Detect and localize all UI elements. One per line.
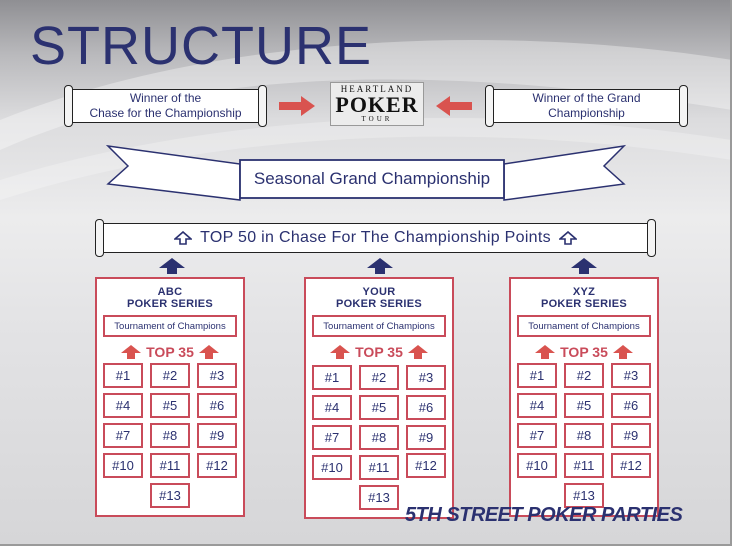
tournament-box: #3 bbox=[611, 363, 651, 388]
up-arrow-icon bbox=[174, 231, 193, 245]
series-name-line1: ABC bbox=[157, 286, 183, 298]
tournament-of-champions-box: Tournament of Champions bbox=[517, 315, 651, 337]
heartland-poker-tour-logo: HEARTLAND POKER TOUR bbox=[330, 82, 424, 126]
tournament-box: #9 bbox=[611, 423, 651, 448]
chase-winner-scroll: Winner of the Chase for the Championship bbox=[64, 85, 267, 127]
top35-row: TOP 35 bbox=[97, 343, 243, 361]
tournament-box: #4 bbox=[103, 393, 143, 418]
up-arrow-icon bbox=[558, 231, 577, 245]
grand-winner-text: Winner of the Grand Championship bbox=[532, 91, 641, 120]
tournament-box: #4 bbox=[517, 393, 557, 418]
tournament-box: #8 bbox=[150, 423, 190, 448]
tournament-box: #6 bbox=[611, 393, 651, 418]
tournament-box: #2 bbox=[359, 365, 399, 390]
grand-winner-scroll: Winner of the Grand Championship bbox=[485, 85, 688, 127]
tournament-box: #5 bbox=[564, 393, 604, 418]
tournament-box: #7 bbox=[517, 423, 557, 448]
tournament-box: #2 bbox=[150, 363, 190, 388]
tournament-box: #13 bbox=[564, 483, 604, 508]
top35-label: TOP 35 bbox=[560, 344, 608, 360]
top35-row: TOP 35 bbox=[306, 343, 452, 361]
tournament-box: #7 bbox=[312, 425, 352, 450]
tournament-box: #12 bbox=[197, 453, 237, 478]
tournament-box: #11 bbox=[150, 453, 190, 478]
top50-label: TOP 50 in Chase For The Championship Poi… bbox=[200, 229, 551, 246]
top50-scroll: TOP 50 in Chase For The Championship Poi… bbox=[95, 219, 656, 257]
tournament-box: #5 bbox=[359, 395, 399, 420]
top35-row: TOP 35 bbox=[511, 343, 657, 361]
tournament-box: #1 bbox=[517, 363, 557, 388]
tournament-box: #12 bbox=[406, 453, 446, 478]
tournament-box: #3 bbox=[406, 365, 446, 390]
tournament-box: #9 bbox=[197, 423, 237, 448]
tournament-box: #10 bbox=[103, 453, 143, 478]
series-name: YOUR POKER SERIES bbox=[306, 286, 452, 310]
tournament-box: #13 bbox=[150, 483, 190, 508]
right-arrow-icon bbox=[279, 96, 315, 116]
page-title: STRUCTURE bbox=[30, 16, 372, 76]
tournament-box: #11 bbox=[359, 455, 399, 480]
tournament-box: #1 bbox=[312, 365, 352, 390]
series-name-line2: POKER SERIES bbox=[540, 298, 628, 310]
grand-championship-label: Seasonal Grand Championship bbox=[253, 169, 491, 188]
navy-up-arrow-icon bbox=[571, 258, 597, 274]
chase-winner-text: Winner of the Chase for the Championship bbox=[89, 91, 242, 120]
series-name-line1: YOUR bbox=[362, 286, 396, 298]
tournament-box: #9 bbox=[406, 425, 446, 450]
series-your: YOUR POKER SERIES Tournament of Champion… bbox=[304, 277, 454, 519]
tournament-box: #6 bbox=[197, 393, 237, 418]
series-name-line1: XYZ bbox=[572, 286, 596, 298]
tournament-box: #8 bbox=[359, 425, 399, 450]
top35-label: TOP 35 bbox=[146, 344, 194, 360]
logo-line3: TOUR bbox=[361, 115, 393, 123]
red-up-arrow-icon bbox=[330, 345, 351, 359]
tournament-box: #5 bbox=[150, 393, 190, 418]
tournament-box: #10 bbox=[312, 455, 352, 480]
brand-footer: 5TH STREET POKER PARTIES bbox=[405, 504, 683, 526]
left-arrow-icon bbox=[436, 96, 472, 116]
navy-up-arrow-icon bbox=[367, 258, 393, 274]
navy-up-arrow-icon bbox=[159, 258, 185, 274]
tournament-of-champions-box: Tournament of Champions bbox=[312, 315, 446, 337]
logo-line1: HEARTLAND bbox=[340, 84, 414, 94]
tournament-box: #13 bbox=[359, 485, 399, 510]
tournament-box: #7 bbox=[103, 423, 143, 448]
tournament-box: #10 bbox=[517, 453, 557, 478]
series-xyz: XYZ POKER SERIES Tournament of Champions… bbox=[509, 277, 659, 517]
series-name: ABC POKER SERIES bbox=[97, 286, 243, 310]
red-up-arrow-icon bbox=[535, 345, 556, 359]
top35-label: TOP 35 bbox=[355, 344, 403, 360]
tournament-box: #6 bbox=[406, 395, 446, 420]
tournament-box: #2 bbox=[564, 363, 604, 388]
red-up-arrow-icon bbox=[198, 345, 219, 359]
tournament-box: #1 bbox=[103, 363, 143, 388]
tournament-of-champions-box: Tournament of Champions bbox=[103, 315, 237, 337]
tournament-box: #3 bbox=[197, 363, 237, 388]
tournament-box: #4 bbox=[312, 395, 352, 420]
series-abc: ABC POKER SERIES Tournament of Champions… bbox=[95, 277, 245, 517]
series-name-line2: POKER SERIES bbox=[126, 298, 214, 310]
tournament-box: #8 bbox=[564, 423, 604, 448]
red-up-arrow-icon bbox=[612, 345, 633, 359]
series-name: XYZ POKER SERIES bbox=[511, 286, 657, 310]
tournament-box: #11 bbox=[564, 453, 604, 478]
series-name-line2: POKER SERIES bbox=[335, 298, 423, 310]
red-up-arrow-icon bbox=[407, 345, 428, 359]
red-up-arrow-icon bbox=[121, 345, 142, 359]
logo-line2: POKER bbox=[335, 92, 419, 117]
tournament-box: #12 bbox=[611, 453, 651, 478]
